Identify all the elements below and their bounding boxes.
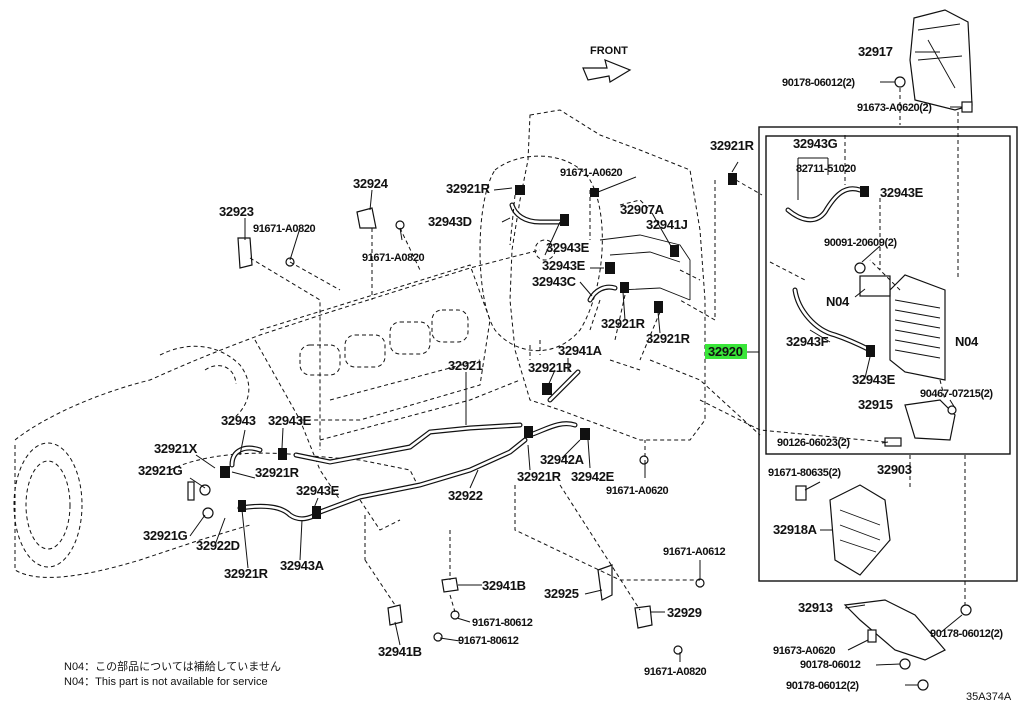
label-32921g-bottom: 32921G bbox=[143, 528, 188, 543]
label-91673-a0620: 91673-A0620 bbox=[773, 645, 836, 657]
label-32922d: 32922D bbox=[196, 538, 240, 553]
label-32941b-right: 32941B bbox=[482, 578, 526, 593]
label-32925: 32925 bbox=[544, 586, 579, 601]
label-32915: 32915 bbox=[858, 397, 893, 412]
label-32921x: 32921X bbox=[154, 441, 198, 456]
leader-lines bbox=[189, 51, 966, 686]
small-brackets bbox=[237, 207, 705, 655]
label-32921r-center-4: 32921R bbox=[517, 469, 562, 484]
label-32920: 32920 bbox=[708, 344, 743, 359]
cooler-pipes bbox=[187, 185, 691, 522]
label-91671-a0820-mid: 91671-A0820 bbox=[362, 252, 425, 264]
label-32913: 32913 bbox=[798, 600, 833, 615]
label-91671-a0820-bottom: 91671-A0820 bbox=[644, 666, 707, 678]
part-labels: 32917 90178-06012(2) 91673-A0620(2) 3292… bbox=[138, 44, 1004, 692]
label-32921r-left-2: 32921R bbox=[224, 566, 269, 581]
label-91671-a0620-top: 91671-A0620 bbox=[560, 167, 623, 179]
label-32921r-center-2: 32921R bbox=[646, 331, 691, 346]
label-32943e-center-2: 32943E bbox=[542, 258, 586, 273]
label-32941b-left: 32941B bbox=[378, 644, 422, 659]
cooler-hoses bbox=[728, 173, 875, 357]
label-32922: 32922 bbox=[448, 488, 483, 503]
label-90091-20609-2: 90091-20609(2) bbox=[824, 237, 897, 249]
label-32943e-box-top: 32943E bbox=[880, 185, 924, 200]
label-91671-a0820-left: 91671-A0820 bbox=[253, 223, 316, 235]
diagram-code: 35A374A bbox=[966, 691, 1012, 703]
note-line-japanese: N04：この部品については補給していません bbox=[64, 659, 281, 673]
label-32943e-left-bottom: 32943E bbox=[296, 483, 340, 498]
label-90178-06012-2-top: 90178-06012(2) bbox=[782, 77, 855, 89]
label-32921r-left-1: 32921R bbox=[255, 465, 300, 480]
front-label: FRONT bbox=[590, 45, 628, 57]
label-32921: 32921 bbox=[448, 358, 483, 373]
label-32921r-center-1: 32921R bbox=[601, 316, 646, 331]
label-32943d: 32943D bbox=[428, 214, 472, 229]
part-oil-cooler-n04 bbox=[854, 262, 946, 381]
label-32941j: 32941J bbox=[646, 217, 688, 232]
label-91671-a0620-bottom: 91671-A0620 bbox=[606, 485, 669, 497]
label-90178-06012-2-bottom: 90178-06012(2) bbox=[786, 680, 859, 692]
label-32921r-top: 32921R bbox=[446, 181, 491, 196]
part-bracket-32915 bbox=[884, 399, 957, 447]
label-91671-a0612: 91671-A0612 bbox=[663, 546, 726, 558]
label-32943g: 32943G bbox=[793, 136, 838, 151]
label-91671-80635-2: 91671-80635(2) bbox=[768, 467, 841, 479]
label-90178-06012: 90178-06012 bbox=[800, 659, 861, 671]
label-32924: 32924 bbox=[353, 176, 389, 191]
label-32943: 32943 bbox=[221, 413, 256, 428]
label-32943e-box-bottom: 32943E bbox=[852, 372, 896, 387]
label-90467-07215-2: 90467-07215(2) bbox=[920, 388, 993, 400]
highlight-32920 bbox=[705, 344, 747, 359]
label-32943a: 32943A bbox=[280, 558, 325, 573]
transmission-outline bbox=[13, 109, 706, 578]
label-82711-51020: 82711-51020 bbox=[796, 163, 856, 175]
label-n04-right: N04 bbox=[955, 334, 979, 349]
label-90126-06023-2: 90126-06023(2) bbox=[777, 437, 850, 449]
label-32929: 32929 bbox=[667, 605, 702, 620]
label-91673-a0620-2: 91673-A0620(2) bbox=[857, 102, 932, 114]
label-32921r-right: 32921R bbox=[710, 138, 755, 153]
oil-cooler-assembly-box bbox=[758, 126, 1018, 582]
legend-notes: N04：この部品については補給していません N04：This part is n… bbox=[64, 659, 281, 688]
label-32918a: 32918A bbox=[773, 522, 818, 537]
label-32923: 32923 bbox=[219, 204, 254, 219]
label-32942a: 32942A bbox=[540, 452, 585, 467]
label-32903: 32903 bbox=[877, 462, 912, 477]
label-32921r-center-3: 32921R bbox=[528, 360, 573, 375]
label-32921g-top: 32921G bbox=[138, 463, 183, 478]
label-32917: 32917 bbox=[858, 44, 893, 59]
label-32907a: 32907A bbox=[620, 202, 665, 217]
label-32943e-left-top: 32943E bbox=[268, 413, 312, 428]
label-91671-80612-bottom: 91671-80612 bbox=[458, 635, 519, 647]
part-cover-32913 bbox=[843, 599, 972, 691]
label-90178-06012-2-mid: 90178-06012(2) bbox=[930, 628, 1003, 640]
part-duct-32918a bbox=[795, 484, 891, 576]
label-91671-80612-top: 91671-80612 bbox=[472, 617, 533, 629]
label-32942e: 32942E bbox=[571, 469, 615, 484]
label-32943f: 32943F bbox=[786, 334, 829, 349]
label-32943c: 32943C bbox=[532, 274, 577, 289]
label-32941a: 32941A bbox=[558, 343, 603, 358]
label-n04-left: N04 bbox=[826, 294, 850, 309]
front-arrow: FRONT bbox=[582, 45, 632, 83]
part-cover-32917 bbox=[894, 9, 973, 113]
label-32943e-center-1: 32943E bbox=[546, 240, 590, 255]
note-line-english: N04：This part is not available for servi… bbox=[64, 676, 268, 688]
